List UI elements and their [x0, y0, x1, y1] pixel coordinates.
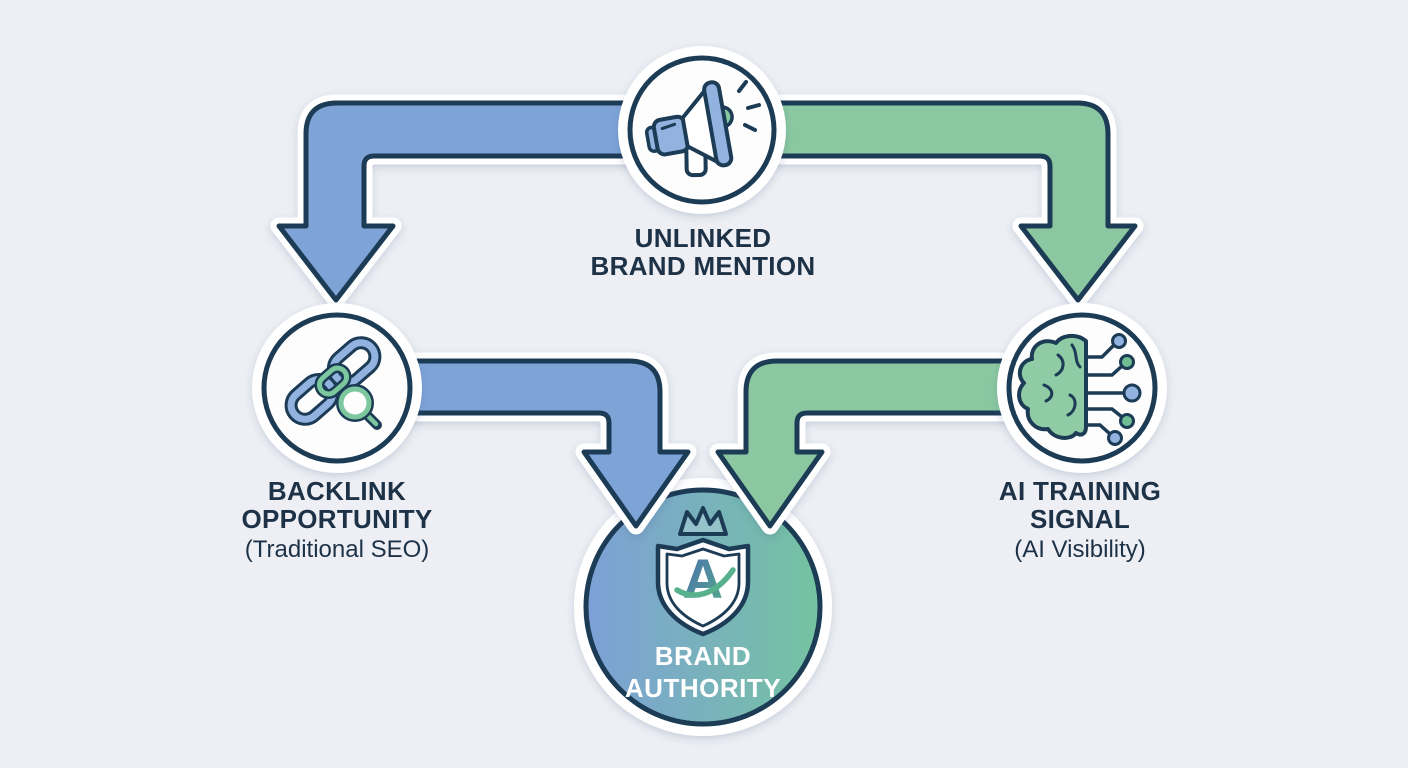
- sound-waves-icon: [737, 80, 761, 132]
- circuit-traces: [1086, 343, 1124, 436]
- brain-circuit-icon: [1017, 333, 1142, 446]
- label-line: BRAND MENTION: [590, 251, 816, 281]
- magnifier-icon: [336, 384, 382, 430]
- label-brand-authority: BRAND AUTHORITY: [553, 640, 853, 704]
- label-line: UNLINKED: [634, 223, 772, 253]
- label-line: AUTHORITY: [624, 673, 782, 703]
- shield-inner-line: [665, 547, 741, 628]
- label-line: SIGNAL: [1029, 504, 1131, 534]
- brain-half-icon: [1017, 334, 1088, 440]
- label-line: BRAND: [654, 641, 752, 671]
- label-subtitle: (Traditional SEO): [244, 536, 430, 563]
- node-unlinked-brand-mention: [618, 46, 786, 214]
- megaphone-icon: [644, 80, 761, 178]
- node-brand-authority: A: [574, 478, 832, 736]
- node-backlink-opportunity: [252, 303, 422, 473]
- label-line: BACKLINK: [267, 476, 407, 506]
- label-subtitle: (AI Visibility): [1014, 536, 1146, 563]
- label-backlink-opportunity: BACKLINK OPPORTUNITY (Traditional SEO): [137, 477, 537, 564]
- label-unlinked-brand-mention: UNLINKED BRAND MENTION: [503, 224, 903, 280]
- label-ai-training-signal: AI TRAINING SIGNAL (AI Visibility): [880, 477, 1280, 564]
- label-line: OPPORTUNITY: [241, 504, 433, 534]
- chain-link-magnifier-icon: [284, 336, 382, 430]
- monogram-swoosh: [674, 567, 736, 598]
- label-line: AI TRAINING: [998, 476, 1162, 506]
- crowned-shield-a-icon: A: [655, 506, 751, 637]
- crown-icon: [678, 506, 728, 536]
- node-ai-training-signal: [997, 303, 1167, 473]
- authority-a-monogram: A: [683, 547, 723, 610]
